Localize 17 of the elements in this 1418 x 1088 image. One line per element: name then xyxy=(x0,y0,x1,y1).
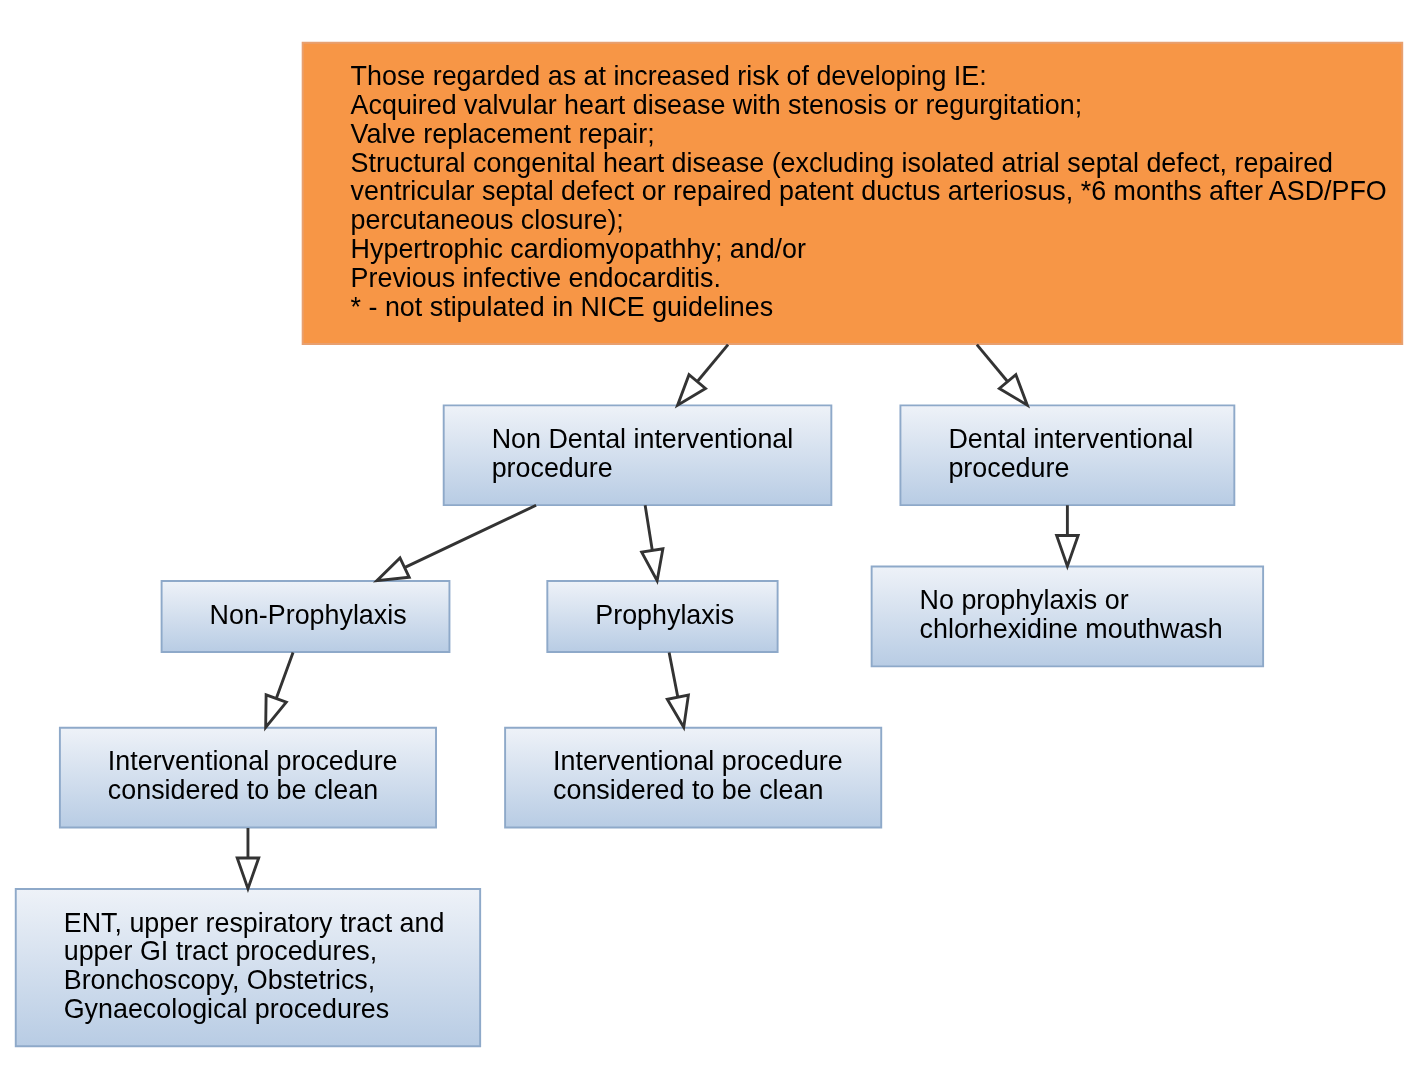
arrow xyxy=(975,343,1031,409)
arrow xyxy=(639,504,665,585)
node-box: ENT, upper respiratory tract and upper GI tract procedures, Bronchoscopy, Obstetrics, Gynaecological procedures xyxy=(14,887,482,1047)
node-box: Those regarded as at increased risk of developing IE: Acquired valvular heart disease with stenosis or regurgitation; Valve replacement repair; Structural congenital heart disease (excluding isolated atrial septal defect, repaired ventricular septal defect or repaired patent ductus arteriosus, *6 months after ASD/PFO percutaneous closure); Hypertrophic cardiomyopathhy; and/or Previous infective endocarditis. * - not stipulated in NICE guidelines xyxy=(301,41,1404,345)
arrow xyxy=(372,503,537,583)
node-box: Non-Prophylaxis xyxy=(160,579,451,653)
arrow xyxy=(665,651,691,732)
arrow xyxy=(674,343,730,409)
node-box: Non Dental interventional procedure xyxy=(442,403,833,506)
node-box: No prophylaxis or chlorhexidine mouthwash xyxy=(870,565,1265,667)
node-box: Interventional procedure considered to be clean xyxy=(504,726,883,828)
arrow xyxy=(1054,504,1081,571)
node-box: Prophylaxis xyxy=(546,579,779,653)
arrow xyxy=(264,651,295,731)
arrow xyxy=(235,827,261,893)
node-box: Interventional procedure considered to be clean xyxy=(58,726,437,828)
node-box: Dental interventional procedure xyxy=(899,403,1236,506)
